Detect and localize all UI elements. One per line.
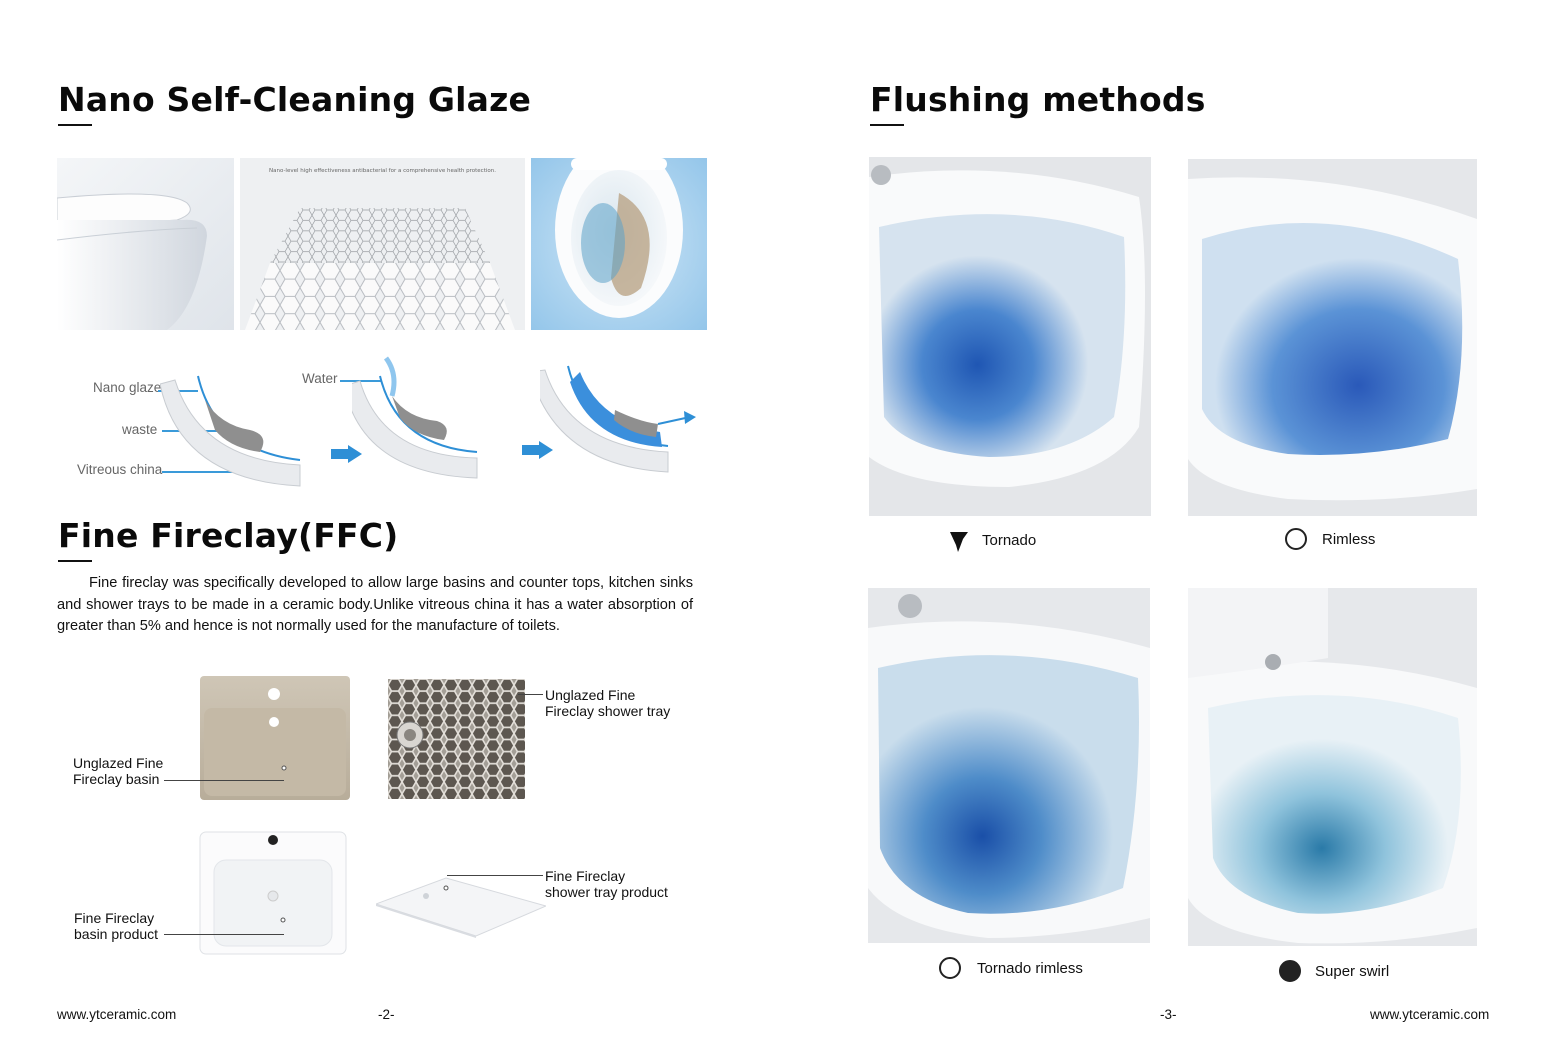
ffc-paragraph: Fine fireclay was specifically developed… bbox=[57, 575, 693, 634]
basin-product-caption-line1: Fine Fireclay bbox=[74, 910, 155, 926]
rimless-photo bbox=[1188, 159, 1477, 516]
tray-product-leader bbox=[447, 875, 543, 876]
unglazed-tray-photo bbox=[388, 679, 525, 799]
toilet-top-photo bbox=[531, 158, 707, 330]
unglazed-basin-caption-line2: Fireclay basin bbox=[73, 771, 160, 787]
water-label: Water bbox=[302, 371, 338, 386]
page-number-right: -3- bbox=[1160, 1007, 1177, 1022]
glaze-cross-section-3 bbox=[540, 365, 696, 473]
tornado-label: Tornado bbox=[982, 532, 1037, 549]
super-swirl-photo bbox=[1188, 588, 1477, 946]
nano-glaze-label: Nano glaze bbox=[93, 380, 162, 395]
flushing-heading-rule bbox=[870, 124, 904, 126]
tornado-rimless-icon bbox=[939, 957, 961, 979]
vitreous-china-label: Vitreous china bbox=[77, 462, 163, 477]
rimless-label: Rimless bbox=[1322, 531, 1376, 548]
waste-label: waste bbox=[122, 422, 158, 437]
arrow-2-icon bbox=[539, 441, 553, 459]
arrow-2-stem bbox=[522, 445, 540, 455]
unglazed-tray-caption-line1: Unglazed Fine bbox=[545, 687, 636, 703]
nano-panel-caption: Nano-level high effectiveness antibacter… bbox=[269, 168, 496, 174]
unglazed-basin-photo bbox=[200, 676, 350, 800]
glaze-cross-section-1 bbox=[160, 375, 301, 487]
footer-url-left[interactable]: www.ytceramic.com bbox=[57, 1007, 177, 1022]
basin-product-caption-line2: basin product bbox=[74, 926, 159, 942]
page-number-left: -2- bbox=[378, 1007, 395, 1022]
tray-product-caption-line1: Fine Fireclay bbox=[545, 868, 626, 884]
tornado-rimless-label: Tornado rimless bbox=[977, 960, 1083, 977]
unglazed-tray-caption-line2: Fireclay shower tray bbox=[545, 703, 671, 719]
arrow-1-stem bbox=[331, 449, 349, 459]
unglazed-basin-caption-line1: Unglazed Fine bbox=[73, 755, 164, 771]
arrow-1-icon bbox=[348, 445, 362, 463]
nano-mesh-panel: Nano-level high effectiveness antibacter… bbox=[240, 158, 525, 330]
basin-product-photo bbox=[198, 830, 348, 956]
tornado-icon bbox=[947, 529, 969, 552]
nano-heading-rule bbox=[58, 124, 92, 126]
ffc-heading: Fine Fireclay(FFC) bbox=[58, 516, 399, 555]
unglazed-tray-leader bbox=[518, 694, 543, 695]
footer-url-right[interactable]: www.ytceramic.com bbox=[1370, 1007, 1490, 1022]
basin-product-leader bbox=[164, 934, 284, 935]
nano-glaze-heading: Nano Self-Cleaning Glaze bbox=[58, 80, 532, 119]
toilet-side-photo bbox=[57, 158, 234, 330]
shower-tray-product-photo bbox=[376, 877, 546, 938]
tornado-rimless-photo bbox=[868, 588, 1150, 943]
ffc-heading-rule bbox=[58, 560, 92, 562]
water-leader bbox=[340, 380, 382, 382]
super-swirl-icon bbox=[1279, 960, 1301, 982]
glaze-cross-section-2 bbox=[352, 356, 478, 479]
tornado-photo bbox=[869, 157, 1151, 516]
super-swirl-label: Super swirl bbox=[1315, 963, 1390, 980]
rimless-icon bbox=[1285, 528, 1307, 550]
vitreous-china-leader bbox=[162, 471, 252, 473]
tray-product-caption-line2: shower tray product bbox=[545, 884, 668, 900]
unglazed-basin-leader bbox=[164, 780, 284, 781]
flushing-methods-heading: Flushing methods bbox=[870, 80, 1206, 119]
